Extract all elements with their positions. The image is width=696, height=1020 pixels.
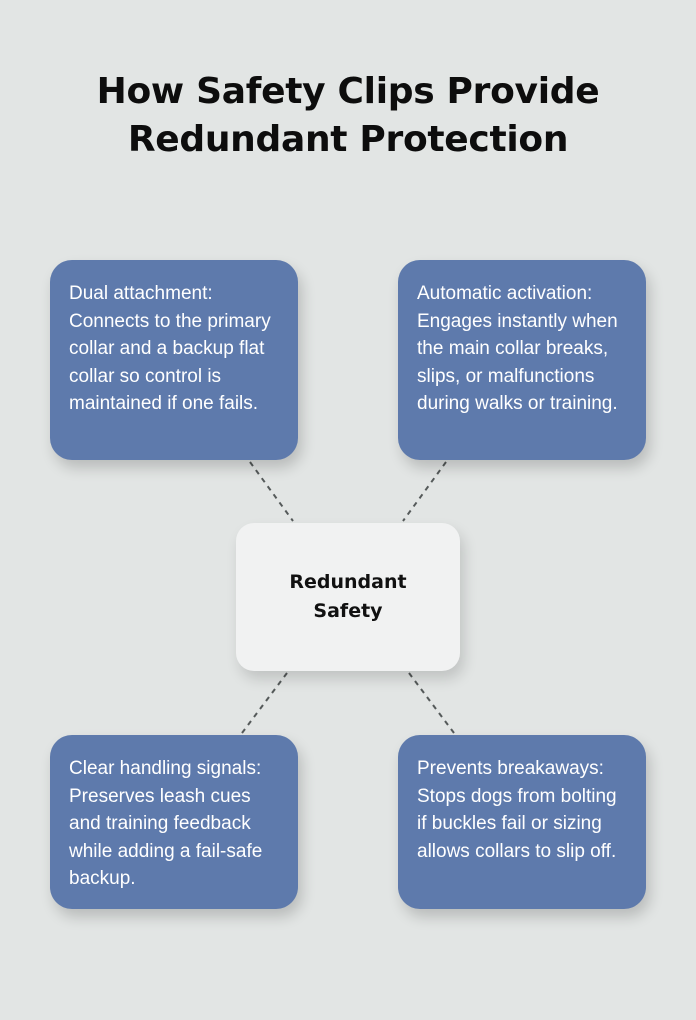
node-text: Clear handling signals: Preserves leash … (69, 758, 263, 889)
connector-bottom-left (241, 672, 288, 734)
node-text: Dual attachment: Connects to the primary… (69, 283, 271, 414)
center-node: Redundant Safety (236, 523, 460, 671)
node-text: Automatic activation: Engages instantly … (417, 283, 618, 414)
connector-top-right (402, 461, 447, 522)
node-automatic-activation: Automatic activation: Engages instantly … (398, 260, 646, 460)
node-prevents-breakaways: Prevents breakaways: Stops dogs from bol… (398, 735, 646, 909)
center-line-1: Redundant (289, 571, 407, 593)
node-text: Prevents breakaways: Stops dogs from bol… (417, 758, 617, 862)
center-label: Redundant Safety (289, 568, 406, 626)
connector-top-left (249, 461, 294, 522)
title-line-1: How Safety Clips Provide (96, 71, 600, 112)
connector-bottom-right (408, 672, 455, 734)
node-clear-handling-signals: Clear handling signals: Preserves leash … (50, 735, 298, 909)
title-line-2: Redundant Protection (127, 119, 569, 160)
center-line-2: Safety (313, 600, 383, 622)
diagram-title: How Safety Clips Provide Redundant Prote… (0, 68, 696, 164)
node-dual-attachment: Dual attachment: Connects to the primary… (50, 260, 298, 460)
